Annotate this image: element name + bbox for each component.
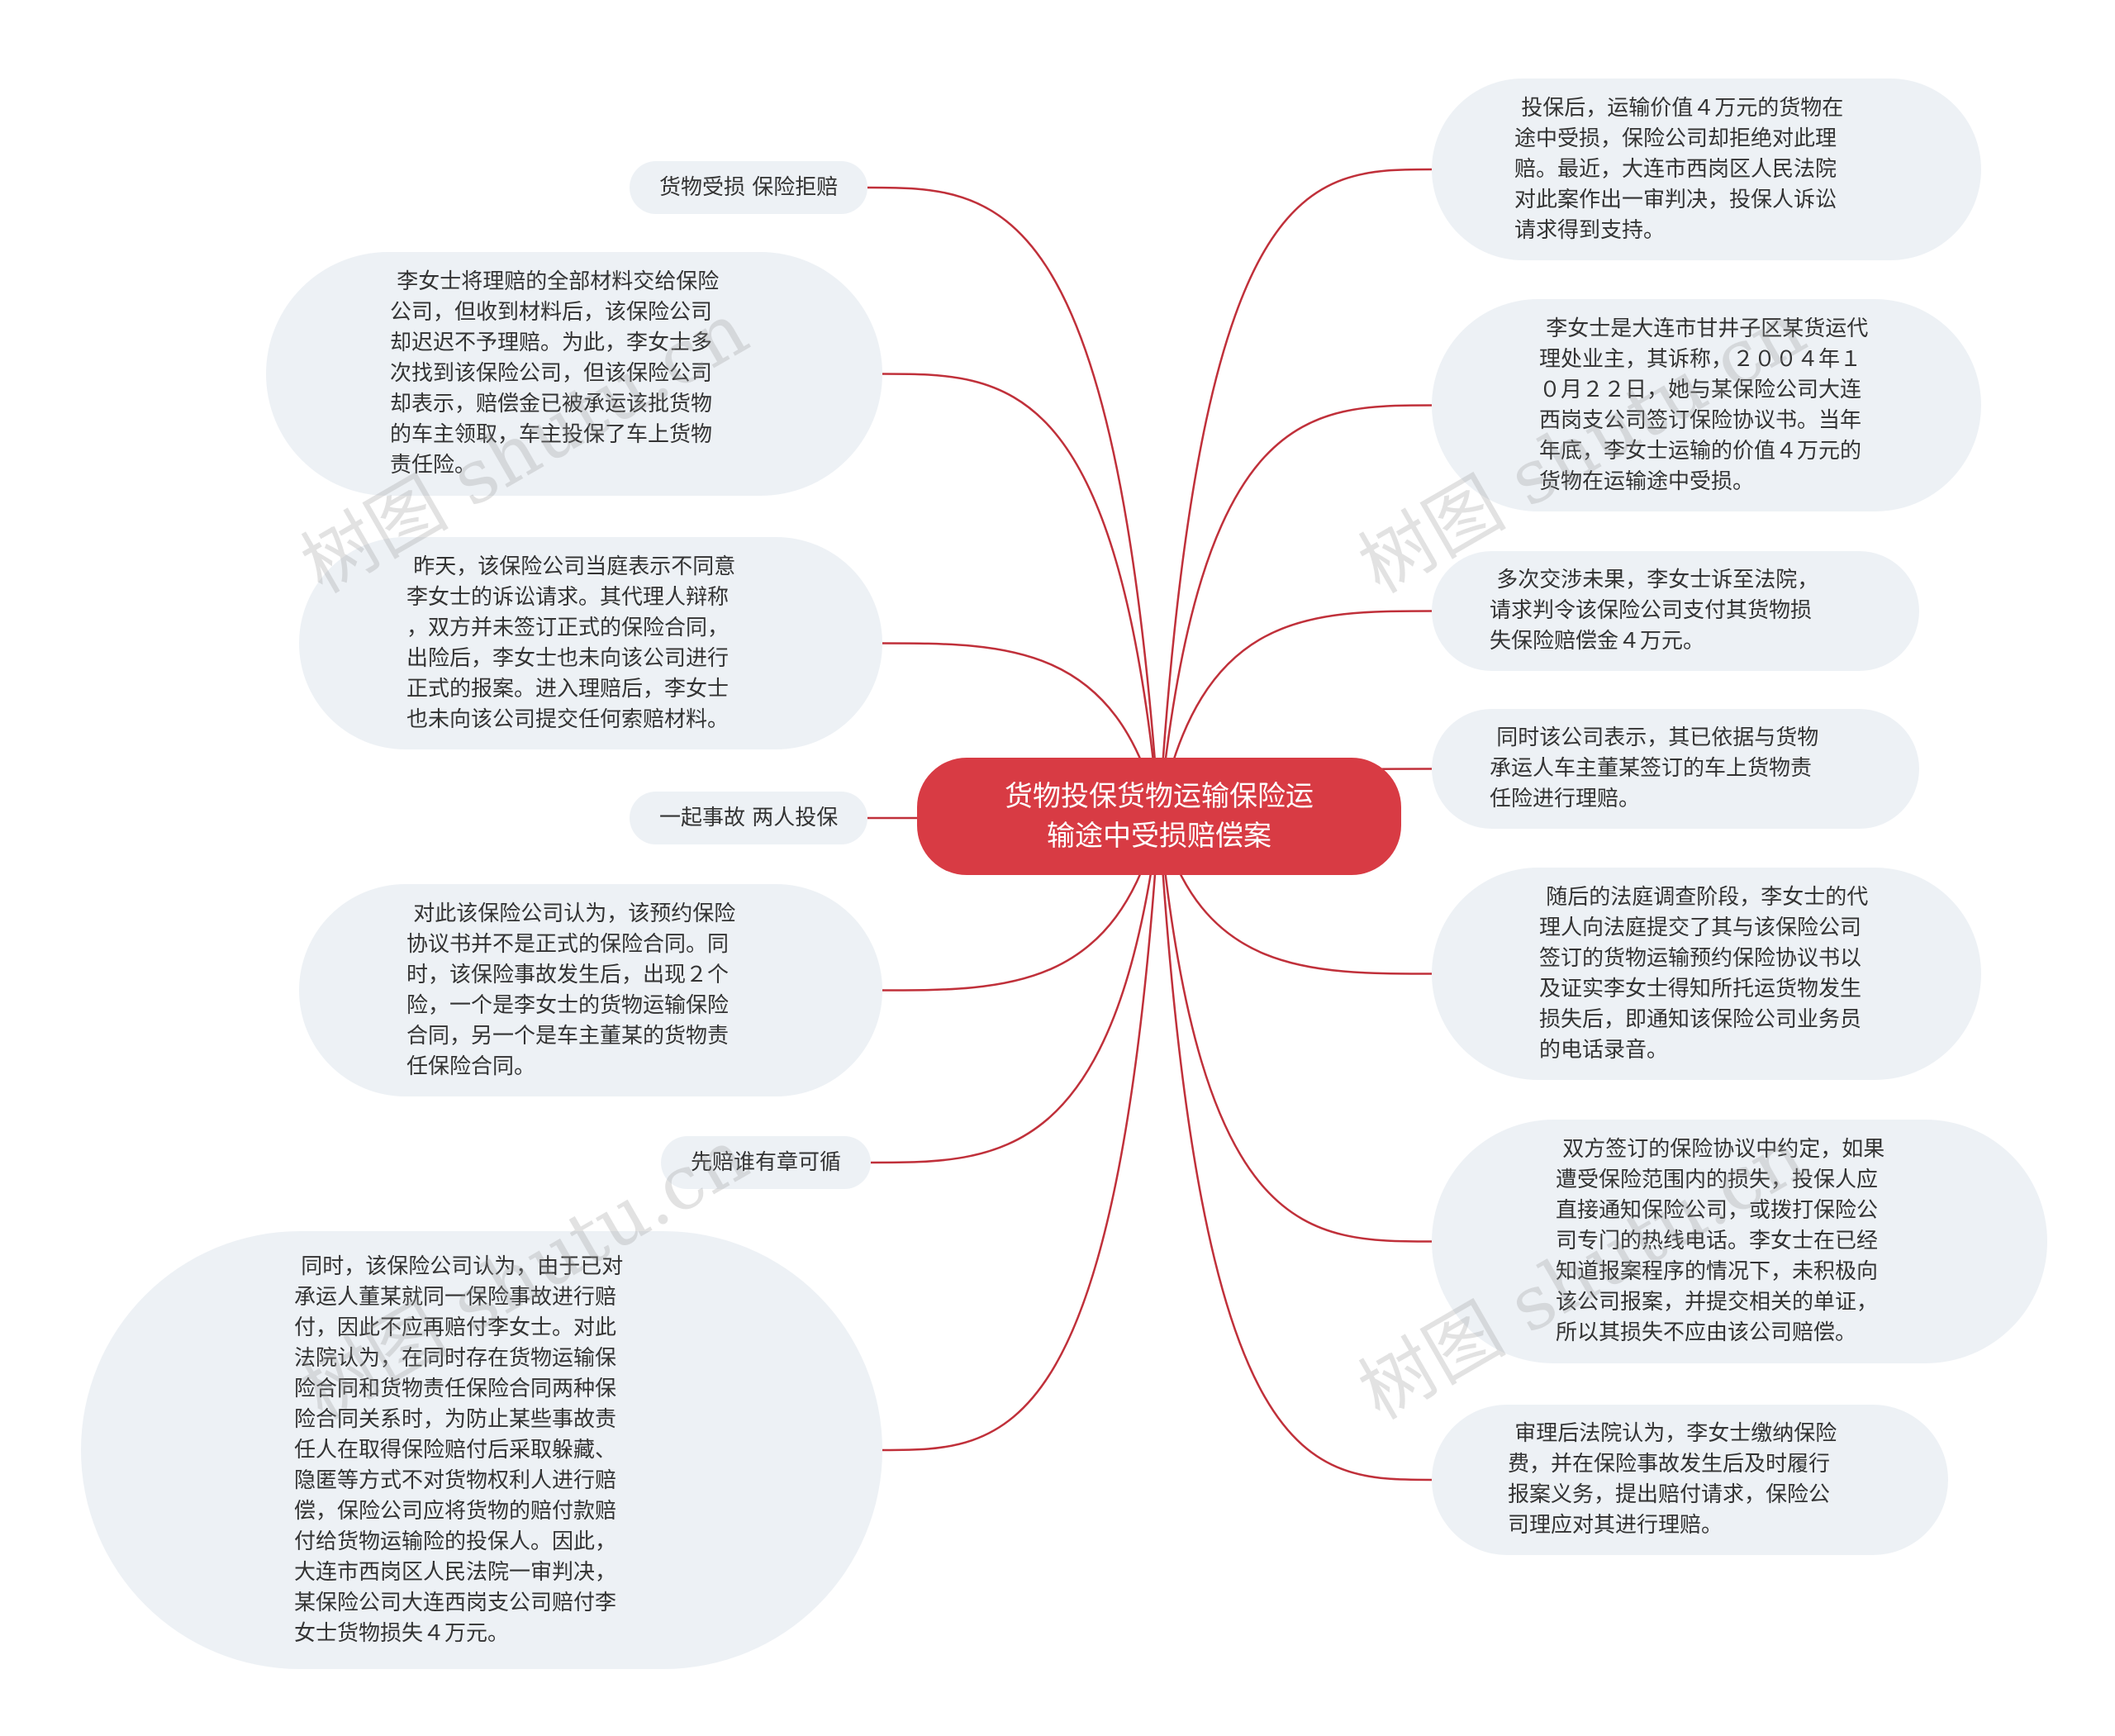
connector-r2 [1157, 404, 1433, 817]
left-node-court-defense-text: 昨天，该保险公司当庭表示不同意 李女士的诉讼请求。其代理人辩称 ，双方并未签订正… [406, 554, 736, 732]
left-node-not-formal-contract-text: 对此该保险公司认为，该预约保险 协议书并不是正式的保险合同。同 时，该保险事故发… [406, 901, 736, 1079]
connector-r3 [1157, 610, 1433, 817]
right-node-agreement-terms[interactable]: 双方签订的保险协议中约定，如果 遭受保险范围内的损失，投保人应 直接通知保险公司… [1432, 1120, 2047, 1363]
connector-l7 [882, 816, 1161, 1452]
root-topic[interactable]: 货物投保货物运输保险运 输途中受损赔偿案 [917, 758, 1401, 875]
right-node-evidence-text: 随后的法庭调查阶段，李女士的代 理人向法庭提交了其与该保险公司 签订的货物运输预… [1539, 884, 1869, 1063]
left-node-court-judgment-text: 同时，该保险公司认为，由于已对 承运人董某就同一保险事故进行赔 付，因此不应再赔… [294, 1253, 624, 1646]
connector-l2 [882, 373, 1161, 817]
left-node-court-defense[interactable]: 昨天，该保险公司当庭表示不同意 李女士的诉讼请求。其代理人辩称 ，双方并未签订正… [299, 537, 882, 749]
right-node-plaintiff-claim[interactable]: 李女士是大连市甘井子区某货运代 理处业主，其诉称，２００４年１ ０月２２日，她与… [1432, 299, 1981, 511]
left-node-who-pays-first[interactable]: 先赔谁有章可循 [661, 1136, 872, 1189]
connector-r6 [1157, 816, 1433, 1243]
right-node-court-finding-text: 审理后法院认为，李女士缴纳保险 费，并在保险事故发生后及时履行 报案义务，提出赔… [1508, 1421, 1837, 1538]
connector-l1 [867, 186, 1161, 817]
left-node-cargo-damaged[interactable]: 货物受损 保险拒赔 [630, 161, 868, 214]
right-node-agreement-terms-text: 双方签订的保险协议中约定，如果 遭受保险范围内的损失，投保人应 直接通知保险公司… [1556, 1137, 1885, 1345]
right-node-vehicle-insurance-text: 同时该公司表示，其已依据与货物 承运人车主董某签订的车上货物责 任险进行理赔。 [1490, 725, 1819, 811]
connector-l3 [882, 642, 1161, 817]
connector-l6 [870, 816, 1161, 1164]
right-node-summary-text: 投保后，运输价值４万元的货物在 途中受损，保险公司却拒绝对此理 赔。最近，大连市… [1514, 95, 1844, 243]
right-node-court-finding[interactable]: 审理后法院认为，李女士缴纳保险 费，并在保险事故发生后及时履行 报案义务，提出赔… [1432, 1405, 1948, 1555]
left-node-court-judgment[interactable]: 同时，该保险公司认为，由于已对 承运人董某就同一保险事故进行赔 付，因此不应再赔… [81, 1231, 882, 1669]
left-node-claim-materials[interactable]: 李女士将理赔的全部材料交给保险 公司，但收到材料后，该保险公司 却迟迟不予理赔。… [266, 252, 882, 496]
connector-l5 [882, 816, 1161, 992]
left-node-not-formal-contract[interactable]: 对此该保险公司认为，该预约保险 协议书并不是正式的保险合同。同 时，该保险事故发… [299, 884, 882, 1096]
left-node-claim-materials-text: 李女士将理赔的全部材料交给保险 公司，但收到材料后，该保险公司 却迟迟不予理赔。… [390, 269, 720, 478]
connector-r1 [1157, 168, 1433, 817]
right-node-lawsuit-text: 多次交涉未果，李女士诉至法院， 请求判令该保险公司支付其货物损 失保险赔偿金４万… [1490, 568, 1819, 654]
right-node-lawsuit[interactable]: 多次交涉未果，李女士诉至法院， 请求判令该保险公司支付其货物损 失保险赔偿金４万… [1432, 551, 1919, 671]
right-node-summary[interactable]: 投保后，运输价值４万元的货物在 途中受损，保险公司却拒绝对此理 赔。最近，大连市… [1432, 78, 1981, 260]
right-node-evidence[interactable]: 随后的法庭调查阶段，李女士的代 理人向法庭提交了其与该保险公司 签订的货物运输预… [1432, 868, 1981, 1080]
connector-r7 [1157, 816, 1433, 1482]
right-node-vehicle-insurance[interactable]: 同时该公司表示，其已依据与货物 承运人车主董某签订的车上货物责 任险进行理赔。 [1432, 709, 1919, 829]
left-node-one-accident-two-policies[interactable]: 一起事故 两人投保 [630, 792, 868, 844]
right-node-plaintiff-claim-text: 李女士是大连市甘井子区某货运代 理处业主，其诉称，２００４年１ ０月２２日，她与… [1539, 316, 1869, 494]
